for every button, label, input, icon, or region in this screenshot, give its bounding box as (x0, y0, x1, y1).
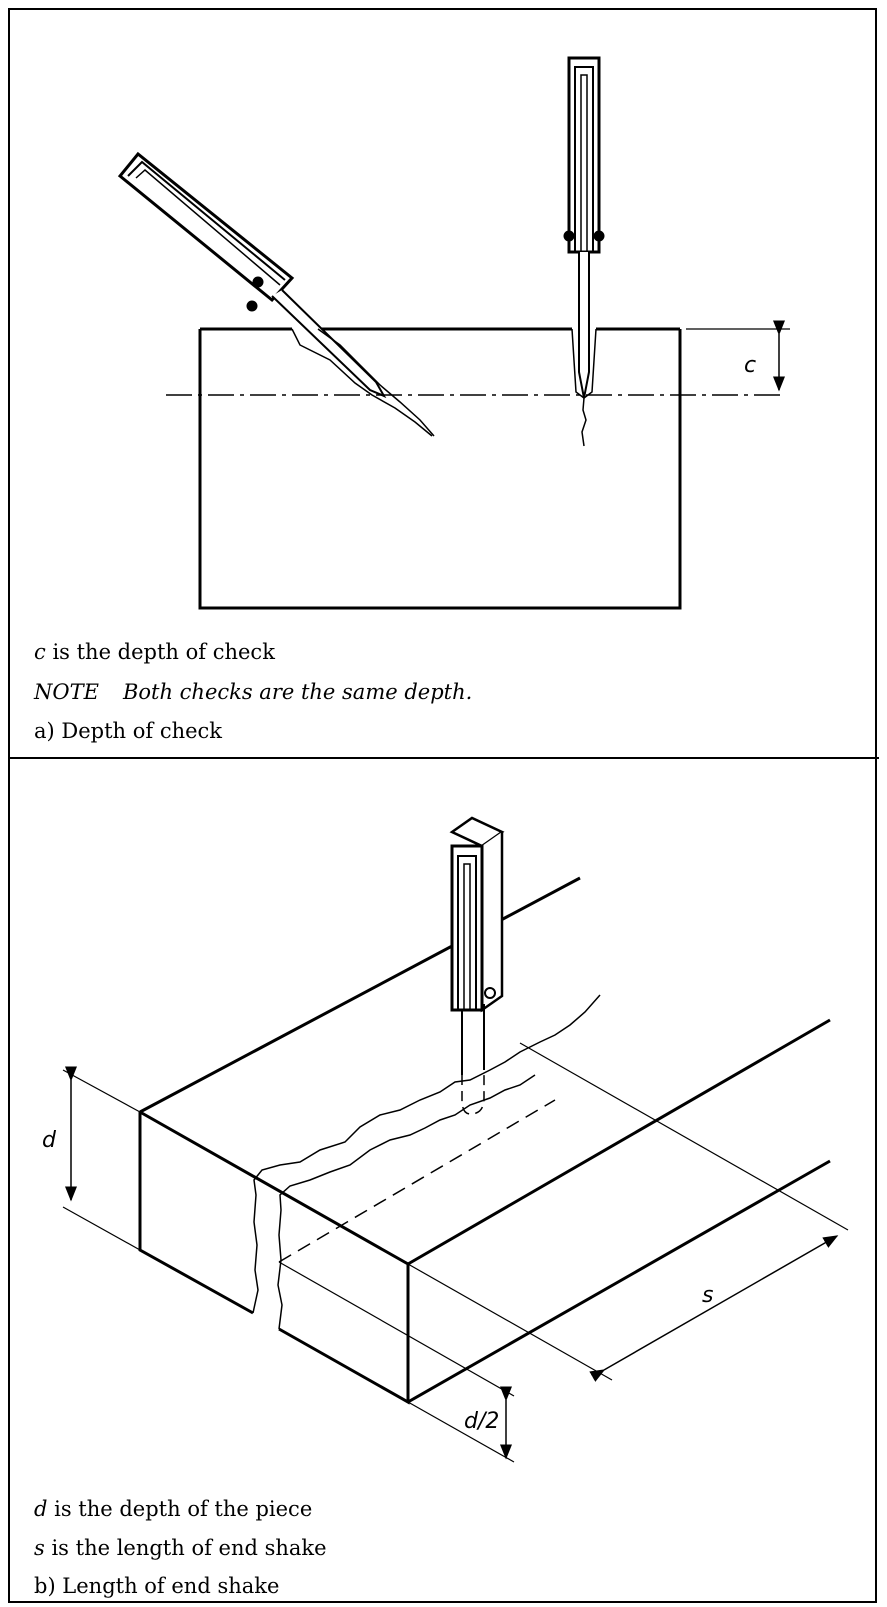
caption-c-var: c (34, 640, 46, 664)
dimension-half-d (278, 1261, 515, 1463)
caption-s-text: is the length of end shake (44, 1536, 327, 1560)
dimension-s (407, 1042, 849, 1382)
caption-d-text: is the depth of the piece (47, 1497, 313, 1521)
angled-feeler-gauge (117, 151, 435, 437)
dimension-c (686, 320, 790, 392)
panel-b-title: b) Length of end shake (34, 1574, 280, 1598)
hidden-depth-line (278, 1099, 556, 1263)
note-text: Both checks are the same depth. (122, 680, 473, 704)
end-shake-crack (252, 994, 601, 1330)
dimension-half-d-label: d/2 (464, 1409, 499, 1434)
dimension-d (62, 1066, 141, 1251)
note-label: NOTE (34, 680, 99, 704)
caption-d-var: d (34, 1497, 48, 1521)
dimension-c-label: c (744, 353, 756, 378)
caption-c-text: is the depth of check (45, 640, 275, 664)
note-line: NOTE Both checks are the same depth. (34, 680, 472, 704)
figure-frame (8, 8, 877, 1603)
vertical-feeler-gauge (563, 56, 605, 447)
panel-divider (8, 757, 879, 759)
end-shake-feeler-gauge (449, 816, 505, 1115)
panel-a-diagram: c (117, 56, 790, 610)
caption-c: c is the depth of check (34, 640, 275, 664)
dimension-d-label: d (42, 1128, 57, 1153)
caption-d: d is the depth of the piece (34, 1497, 312, 1521)
timber-block (198, 327, 682, 610)
panel-a-title: a) Depth of check (34, 719, 223, 743)
caption-s-var: s (34, 1536, 45, 1560)
dimension-s-label: s (702, 1283, 713, 1308)
caption-s: s is the length of end shake (34, 1536, 327, 1560)
